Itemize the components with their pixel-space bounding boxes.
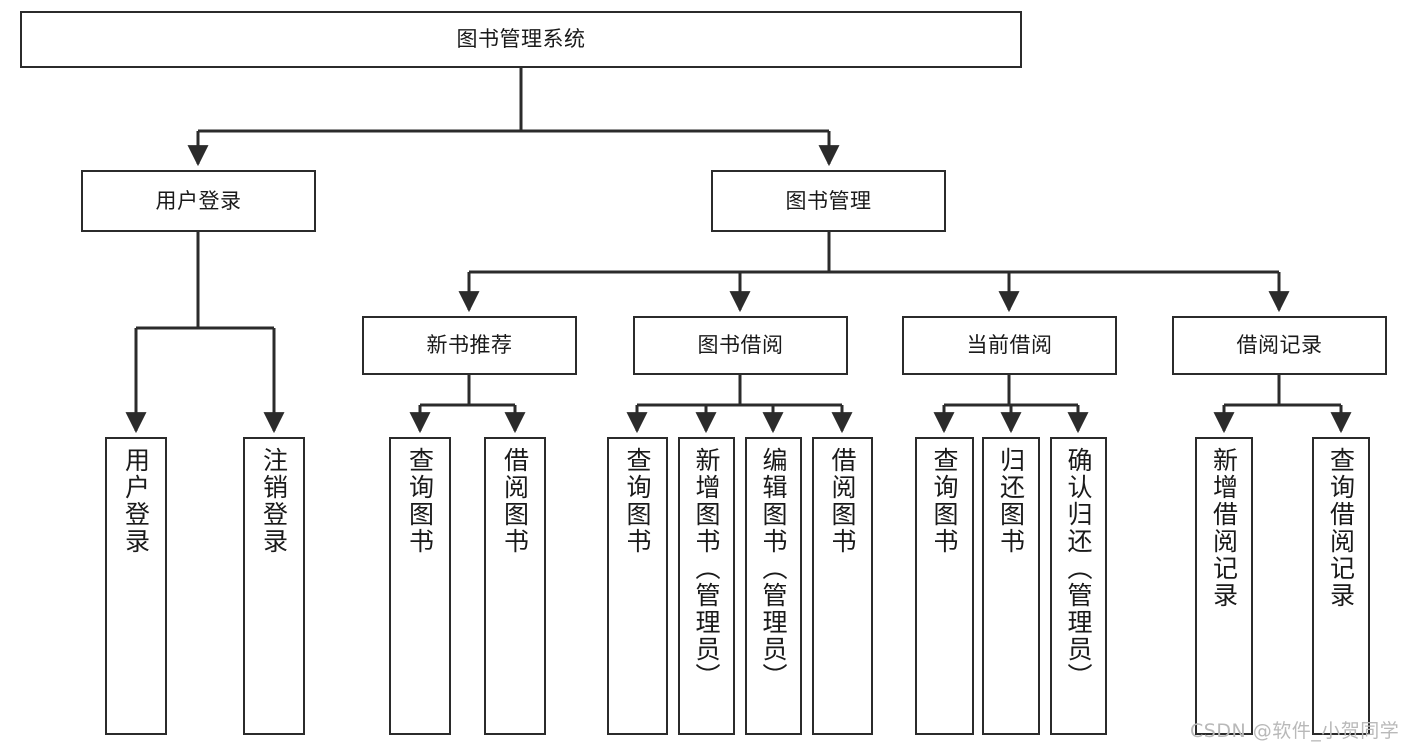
node-leaf-add-record[interactable]: 新增借阅记录 [1195, 437, 1253, 735]
node-leaf-query-book-2[interactable]: 查询图书 [607, 437, 668, 735]
node-leaf-query-record-label: 查询借阅记录 [1326, 447, 1356, 609]
node-new-book-recommend[interactable]: 新书推荐 [362, 316, 577, 375]
node-leaf-return-book[interactable]: 归还图书 [982, 437, 1040, 735]
node-leaf-user-login[interactable]: 用户登录 [105, 437, 167, 735]
node-book-manage[interactable]: 图书管理 [711, 170, 946, 232]
node-leaf-add-book-label: 新增图书（管理员） [692, 447, 721, 690]
node-borrow-record-label: 借阅记录 [1236, 333, 1323, 358]
node-leaf-query-book-3[interactable]: 查询图书 [915, 437, 974, 735]
node-root-label: 图书管理系统 [456, 27, 586, 52]
node-leaf-query-book-1[interactable]: 查询图书 [389, 437, 451, 735]
node-leaf-edit-book[interactable]: 编辑图书（管理员） [745, 437, 802, 735]
node-leaf-add-record-label: 新增借阅记录 [1209, 447, 1239, 609]
node-leaf-edit-book-label: 编辑图书（管理员） [759, 447, 788, 690]
csdn-watermark: CSDN @软件_小贺同学 [1190, 720, 1400, 742]
node-leaf-logout[interactable]: 注销登录 [243, 437, 305, 735]
node-root[interactable]: 图书管理系统 [20, 11, 1022, 68]
node-current-borrow-label: 当前借阅 [966, 333, 1053, 358]
node-leaf-query-book-2-label: 查询图书 [623, 447, 652, 555]
node-leaf-borrow-book-2[interactable]: 借阅图书 [812, 437, 873, 735]
node-borrow-record[interactable]: 借阅记录 [1172, 316, 1387, 375]
node-book-manage-label: 图书管理 [785, 188, 872, 213]
node-leaf-logout-label: 注销登录 [259, 447, 289, 555]
node-user-login-label: 用户登录 [155, 188, 242, 213]
node-leaf-return-book-label: 归还图书 [996, 447, 1026, 555]
node-book-borrow-label: 图书借阅 [697, 333, 784, 358]
node-leaf-borrow-book-1[interactable]: 借阅图书 [484, 437, 546, 735]
node-leaf-confirm-return[interactable]: 确认归还（管理员） [1050, 437, 1107, 735]
node-current-borrow[interactable]: 当前借阅 [902, 316, 1117, 375]
node-leaf-borrow-book-1-label: 借阅图书 [500, 447, 530, 555]
node-new-book-recommend-label: 新书推荐 [426, 333, 513, 358]
node-leaf-add-book[interactable]: 新增图书（管理员） [678, 437, 735, 735]
node-user-login[interactable]: 用户登录 [81, 170, 316, 232]
node-leaf-query-book-1-label: 查询图书 [405, 447, 435, 555]
node-leaf-borrow-book-2-label: 借阅图书 [828, 447, 857, 555]
node-leaf-query-book-3-label: 查询图书 [930, 447, 959, 555]
node-leaf-confirm-return-label: 确认归还（管理员） [1064, 447, 1093, 690]
node-leaf-query-record[interactable]: 查询借阅记录 [1312, 437, 1370, 735]
node-book-borrow[interactable]: 图书借阅 [633, 316, 848, 375]
node-leaf-user-login-label: 用户登录 [121, 447, 151, 555]
